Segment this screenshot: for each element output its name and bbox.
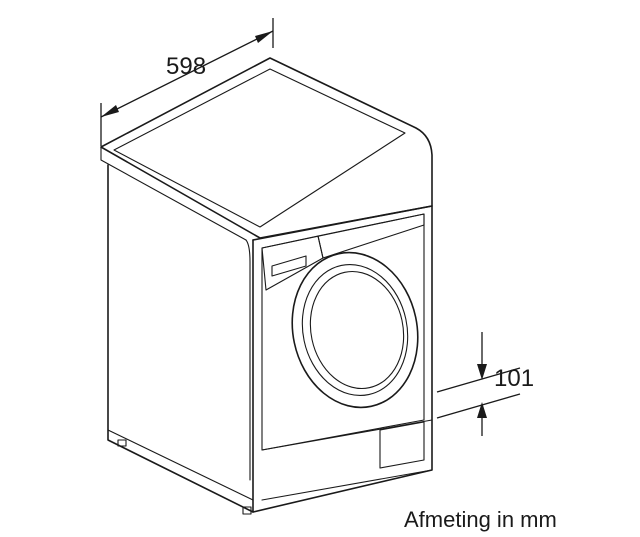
- front-outline: [252, 205, 433, 513]
- service-hatch: [379, 421, 425, 469]
- width-dimension-line: [100, 30, 274, 118]
- washing-machine: [100, 57, 433, 515]
- display-window: [271, 255, 307, 277]
- width-dimension: 598: [100, 18, 274, 146]
- plinth: [261, 419, 433, 501]
- side-panel: [107, 164, 254, 513]
- plinth-extension-bottom: [436, 393, 521, 419]
- door-glass: [309, 270, 405, 390]
- width-arrow-right: [255, 31, 273, 43]
- top-front-edge: [100, 146, 247, 241]
- top-panel: [100, 57, 433, 241]
- detergent-drawer: [317, 213, 425, 259]
- foot-left: [117, 439, 127, 447]
- side-outer: [107, 164, 254, 513]
- plinth-bottom-edge: [261, 469, 433, 501]
- width-value-label: 598: [166, 53, 206, 80]
- plinth-top-edge: [261, 419, 433, 451]
- plinth-extension-top: [436, 367, 521, 393]
- plinth-arrow-top: [477, 364, 487, 380]
- front-left-edge: [245, 239, 251, 481]
- side-bottom-edge: [107, 429, 254, 501]
- units-note: Afmeting in mm: [404, 507, 557, 532]
- plinth-arrow-bottom: [477, 402, 487, 418]
- door-outer-ring: [291, 251, 419, 409]
- front-panel: [252, 205, 433, 513]
- foot-front: [242, 506, 252, 515]
- top-inner: [113, 68, 406, 228]
- plinth-dimension: 101: [436, 332, 534, 436]
- front-inner-border: [261, 213, 425, 451]
- plinth-value-label: 101: [494, 365, 534, 392]
- door-inner-ring: [301, 263, 409, 397]
- feet: [117, 439, 252, 515]
- width-arrow-left: [101, 105, 119, 117]
- top-outer: [100, 57, 433, 239]
- control-panel: [261, 235, 324, 291]
- door: [291, 251, 419, 409]
